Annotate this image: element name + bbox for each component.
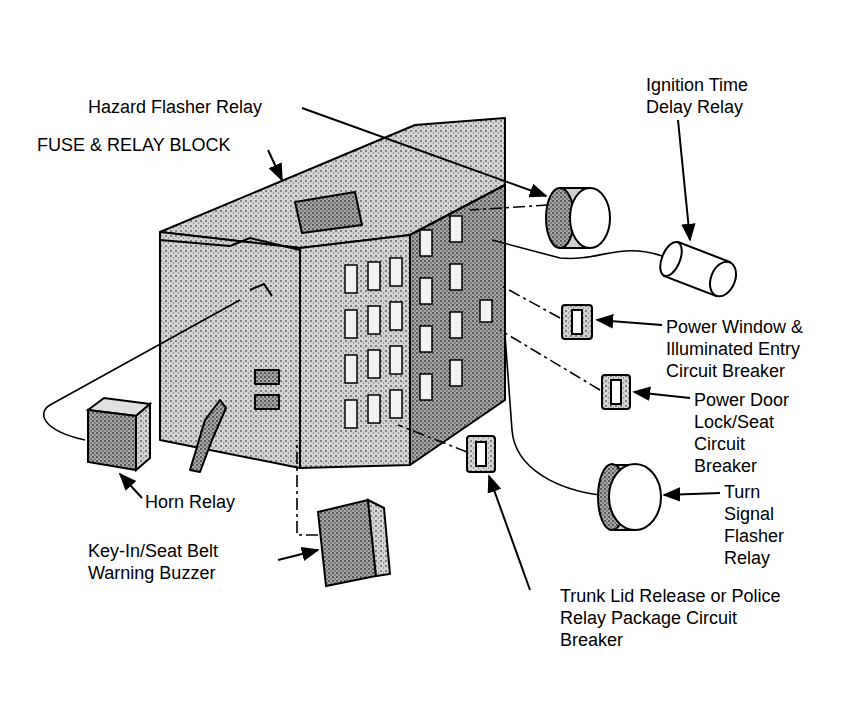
part-label: FUSE & RELAY BLOCK [37, 134, 287, 156]
part-label: Horn Relay [145, 491, 275, 513]
breaker-body [467, 436, 495, 472]
relay-cube-front [88, 410, 136, 470]
fuse-slot [450, 360, 462, 386]
leader-arrow [268, 150, 282, 180]
leader-arrow [302, 108, 546, 196]
install-line [297, 440, 318, 535]
block-left-face [160, 232, 300, 468]
part-label: Ignition Time Delay Relay [646, 74, 776, 118]
part-label: Trunk Lid Release or Police Relay Packag… [560, 585, 795, 651]
hazard-flasher-relay [546, 188, 610, 248]
ignition-time-delay-relay [656, 239, 741, 300]
fuse-slots [345, 216, 492, 428]
leader-arrow [489, 476, 530, 590]
breaker-body [602, 375, 630, 409]
fuse-relay-block [160, 118, 505, 472]
fuse-slot [390, 302, 402, 330]
install-line [500, 285, 560, 318]
leader-arrow [634, 392, 690, 398]
block-step-edge [160, 238, 300, 250]
install-line [470, 205, 548, 210]
part-label: Key-In/Seat Belt Warning Buzzer [88, 540, 248, 584]
relay-end [656, 239, 686, 279]
horn-relay [88, 398, 150, 470]
part-label: Power Door Lock/Seat Circuit Breaker [694, 389, 806, 477]
block-right-face [410, 185, 505, 465]
fuse-slot [420, 374, 432, 400]
fuse-slot [390, 346, 402, 374]
leader-arrow [678, 120, 690, 240]
trunk-release-breaker [467, 436, 495, 472]
relay-cube-side [136, 404, 150, 470]
fuse-slot [368, 262, 380, 290]
fuse-slot [368, 395, 380, 423]
install-line [505, 335, 600, 495]
breaker-face [611, 380, 621, 404]
part-label: Turn Signal Flasher Relay [724, 481, 802, 569]
fuse-slot [390, 390, 402, 418]
fuse-slot [345, 355, 357, 383]
install-lines [44, 205, 668, 535]
fuse-slot [345, 400, 357, 428]
leader-arrow [597, 320, 662, 325]
block-relay-tab [190, 400, 226, 472]
block-fuse-face [300, 235, 410, 468]
buzzer-side [368, 500, 390, 576]
breaker-face [476, 442, 486, 466]
block-socket [255, 395, 279, 409]
leader-arrow [664, 493, 720, 495]
install-line [398, 425, 467, 452]
breaker-face [572, 310, 582, 334]
fuse-slot [368, 350, 380, 378]
fuse-slot [450, 264, 462, 290]
power-window-breaker [562, 305, 592, 339]
leader-arrow [278, 550, 318, 560]
fuse-slot [420, 278, 432, 304]
breaker-body [562, 305, 592, 339]
warning-buzzer [318, 500, 390, 586]
block-raised-socket [295, 192, 362, 233]
block-socket [250, 284, 272, 296]
fuse-slot [450, 216, 462, 242]
fuse-slot [345, 265, 357, 293]
leader-lines [120, 108, 720, 590]
fuse-slot [480, 300, 492, 322]
block-socket [255, 370, 279, 384]
fuse-slot [368, 306, 380, 334]
buzzer-front [318, 500, 376, 586]
fuse-slot [345, 310, 357, 338]
part-label: Hazard Flasher Relay [88, 96, 318, 118]
power-door-lock-breaker [602, 375, 630, 409]
fuse-slot [390, 258, 402, 286]
relay-can-face [570, 188, 610, 248]
turn-signal-flasher [598, 464, 661, 530]
fuse-slot [420, 326, 432, 352]
relay-can-face [609, 464, 661, 530]
part-label: Power Window & Illuminated Entry Circuit… [666, 316, 844, 382]
leader-arrow [120, 474, 142, 498]
relay-end [705, 258, 741, 300]
fuse-slot [450, 312, 462, 338]
fuse-slot [420, 230, 432, 256]
